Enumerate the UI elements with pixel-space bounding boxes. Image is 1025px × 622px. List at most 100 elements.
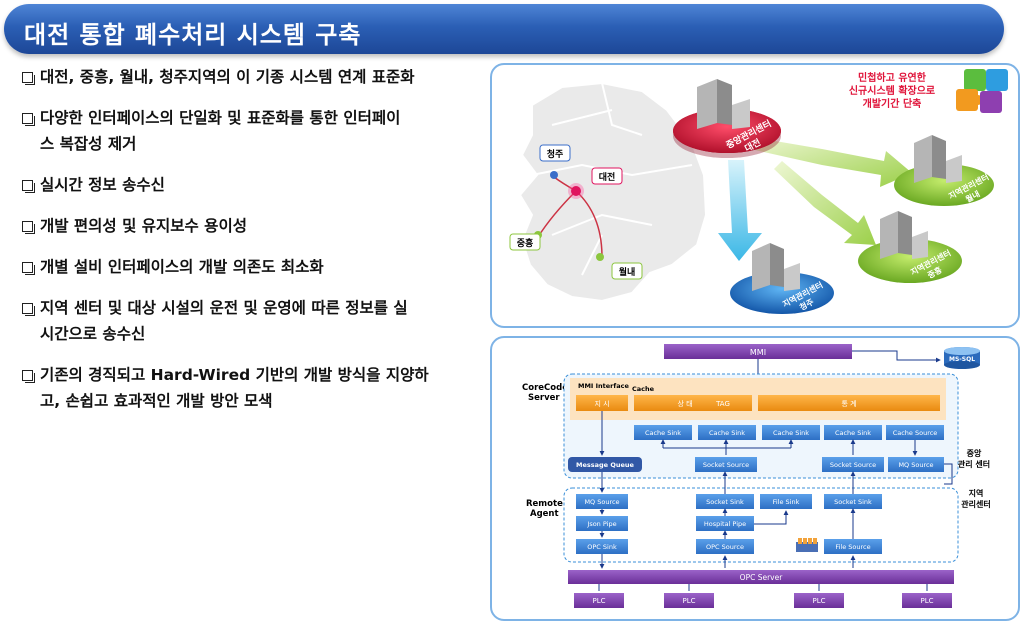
plc-node: PLC bbox=[902, 593, 952, 608]
svg-text:Socket Source: Socket Source bbox=[703, 461, 749, 469]
svg-text:MQ Source: MQ Source bbox=[898, 461, 933, 469]
svg-text:File Sink: File Sink bbox=[773, 498, 800, 506]
svg-text:TAG: TAG bbox=[715, 400, 730, 408]
svg-text:지 시: 지 시 bbox=[594, 399, 609, 408]
svg-text:월내: 월내 bbox=[619, 266, 636, 278]
bullet-item: 대전, 중흥, 월내, 청주지역의 이 기종 시스템 연계 표준화 bbox=[22, 64, 472, 90]
corecode-server-label: CoreCode bbox=[522, 383, 568, 393]
mq-source-remote-node: MQ Source bbox=[576, 494, 628, 509]
svg-text:Message Queue: Message Queue bbox=[576, 461, 635, 469]
wolnae-marker bbox=[596, 253, 604, 261]
json-pipe-node: Json Pipe bbox=[576, 516, 628, 531]
flow-arrow-green-upper bbox=[750, 137, 912, 187]
bullet-item: 개별 설비 인터페이스의 개발 의존도 최소화 bbox=[22, 254, 472, 280]
puzzle-icon bbox=[956, 69, 1008, 113]
plc-node: PLC bbox=[574, 593, 624, 608]
plc-node: PLC bbox=[794, 593, 844, 608]
files-icon bbox=[796, 538, 818, 552]
message-queue-node: Message Queue bbox=[568, 457, 642, 472]
architecture-diagram: MMI MS-SQL CoreCode Server MMI Interface… bbox=[522, 344, 991, 608]
svg-text:신규시스템 확장으로: 신규시스템 확장으로 bbox=[849, 84, 935, 97]
svg-text:Cache Sink: Cache Sink bbox=[645, 429, 681, 437]
architecture-panel: MMI MS-SQL CoreCode Server MMI Interface… bbox=[490, 336, 1020, 621]
korea-map-shape bbox=[518, 81, 708, 303]
regional-center-label-2: 관리센터 bbox=[961, 499, 990, 509]
cache-item: TAG bbox=[694, 395, 752, 411]
svg-text:Socket Sink: Socket Sink bbox=[834, 498, 872, 506]
checkbox-bullet-icon bbox=[22, 370, 35, 383]
city-label-cheongju: 청주 bbox=[539, 144, 571, 162]
socket-sink-node: Socket Sink bbox=[696, 494, 754, 509]
svg-text:OPC Server: OPC Server bbox=[740, 573, 784, 582]
svg-text:대전: 대전 bbox=[599, 171, 616, 183]
bullet-item: 실시간 정보 송수신 bbox=[22, 172, 472, 198]
svg-text:Socket Source: Socket Source bbox=[830, 461, 876, 469]
bullet-list: 대전, 중흥, 월내, 청주지역의 이 기종 시스템 연계 표준화 다양한 인터… bbox=[22, 64, 472, 429]
regional-center-wolnae-icon: 지역관리센터 월내 bbox=[894, 135, 994, 206]
daejeon-marker bbox=[571, 186, 581, 196]
file-sink-node: File Sink bbox=[760, 494, 812, 509]
plc-node: PLC bbox=[664, 593, 714, 608]
map-diagram: 청주 대전 중흥 월내 중앙관리센터 대전 bbox=[509, 69, 1008, 314]
svg-text:PLC: PLC bbox=[920, 597, 933, 605]
svg-text:통 계: 통 계 bbox=[841, 399, 856, 408]
city-label-daejeon: 대전 bbox=[591, 167, 623, 185]
checkbox-bullet-icon bbox=[22, 180, 35, 193]
svg-text:MQ Source: MQ Source bbox=[584, 498, 619, 506]
svg-text:Cache Sink: Cache Sink bbox=[773, 429, 809, 437]
remote-agent-label: Remote bbox=[526, 499, 563, 509]
central-center-label: 중앙 bbox=[967, 448, 982, 458]
svg-text:OPC Sink: OPC Sink bbox=[587, 543, 617, 551]
svg-text:중흥: 중흥 bbox=[517, 237, 534, 249]
svg-text:PLC: PLC bbox=[592, 597, 605, 605]
bullet-text: 대전, 중흥, 월내, 청주지역의 이 기종 시스템 연계 표준화 bbox=[40, 68, 415, 86]
svg-text:PLC: PLC bbox=[682, 597, 695, 605]
mmi-interface-label: MMI Interface bbox=[578, 382, 629, 390]
bullet-text-line2: 고, 손쉽고 효과적인 개발 방안 모색 bbox=[40, 392, 273, 410]
bullet-text: 개별 설비 인터페이스의 개발 의존도 최소화 bbox=[40, 258, 324, 276]
cache-sink-node: Cache Sink bbox=[698, 425, 756, 440]
mmi-bar: MMI bbox=[664, 344, 852, 359]
flow-arrow-blue bbox=[718, 160, 762, 261]
svg-text:Socket Sink: Socket Sink bbox=[706, 498, 744, 506]
corecode-server-label-2: Server bbox=[528, 393, 560, 403]
socket-source-node: Socket Source bbox=[822, 457, 884, 472]
callout-text: 민첩하고 유연한 신규시스템 확장으로 개발기간 단축 bbox=[849, 71, 935, 110]
svg-text:상 태: 상 태 bbox=[677, 399, 692, 408]
svg-text:개발기간 단축: 개발기간 단축 bbox=[863, 97, 922, 110]
checkbox-bullet-icon bbox=[22, 262, 35, 275]
page-title: 대전 통합 폐수처리 시스템 구축 bbox=[24, 21, 362, 49]
cache-label: Cache bbox=[632, 385, 655, 393]
checkbox-bullet-icon bbox=[22, 113, 35, 126]
opc-sink-node: OPC Sink bbox=[576, 539, 628, 554]
bullet-text-line1: 다양한 인터페이스의 단일화 및 표준화를 통한 인터페이 bbox=[40, 109, 401, 127]
bullet-text: 실시간 정보 송수신 bbox=[40, 176, 165, 194]
bullet-item: 다양한 인터페이스의 단일화 및 표준화를 통한 인터페이 스 복잡성 제거 bbox=[22, 105, 472, 157]
mq-source-node: MQ Source bbox=[888, 457, 944, 472]
svg-text:PLC: PLC bbox=[812, 597, 825, 605]
svg-text:청주: 청주 bbox=[547, 148, 564, 160]
file-source-node: File Source bbox=[824, 539, 882, 554]
svg-text:Cache Source: Cache Source bbox=[893, 429, 938, 437]
svg-text:MS-SQL: MS-SQL bbox=[949, 356, 975, 363]
svg-text:MMI: MMI bbox=[750, 348, 766, 357]
cache-item: 통 계 bbox=[758, 395, 940, 411]
cache-source-node: Cache Source bbox=[886, 425, 944, 440]
svg-text:File Source: File Source bbox=[835, 543, 870, 551]
database-icon: MS-SQL bbox=[944, 347, 980, 369]
central-center-label-2: 관리 센터 bbox=[958, 459, 990, 469]
checkbox-bullet-icon bbox=[22, 303, 35, 316]
socket-source-node: Socket Source bbox=[695, 457, 757, 472]
socket-sink-node: Socket Sink bbox=[824, 494, 882, 509]
bullet-item: 지역 센터 및 대상 시설의 운전 및 운영에 따른 정보를 실 시간으로 송수… bbox=[22, 295, 472, 347]
opc-source-node: OPC Source bbox=[696, 539, 754, 554]
flow-arrow-green-lower bbox=[774, 161, 876, 245]
map-panel: 청주 대전 중흥 월내 중앙관리센터 대전 bbox=[490, 63, 1020, 328]
cache-item: 지 시 bbox=[576, 395, 628, 411]
remote-agent-label-2: Agent bbox=[530, 509, 559, 519]
svg-text:Cache Sink: Cache Sink bbox=[835, 429, 871, 437]
bullet-item: 개발 편의성 및 유지보수 용이성 bbox=[22, 213, 472, 239]
bullet-text-line1: 기존의 경직되고 Hard-Wired 기반의 개발 방식을 지양하 bbox=[40, 366, 429, 384]
cache-sink-node: Cache Sink bbox=[762, 425, 820, 440]
bullet-item: 기존의 경직되고 Hard-Wired 기반의 개발 방식을 지양하 고, 손쉽… bbox=[22, 362, 472, 414]
